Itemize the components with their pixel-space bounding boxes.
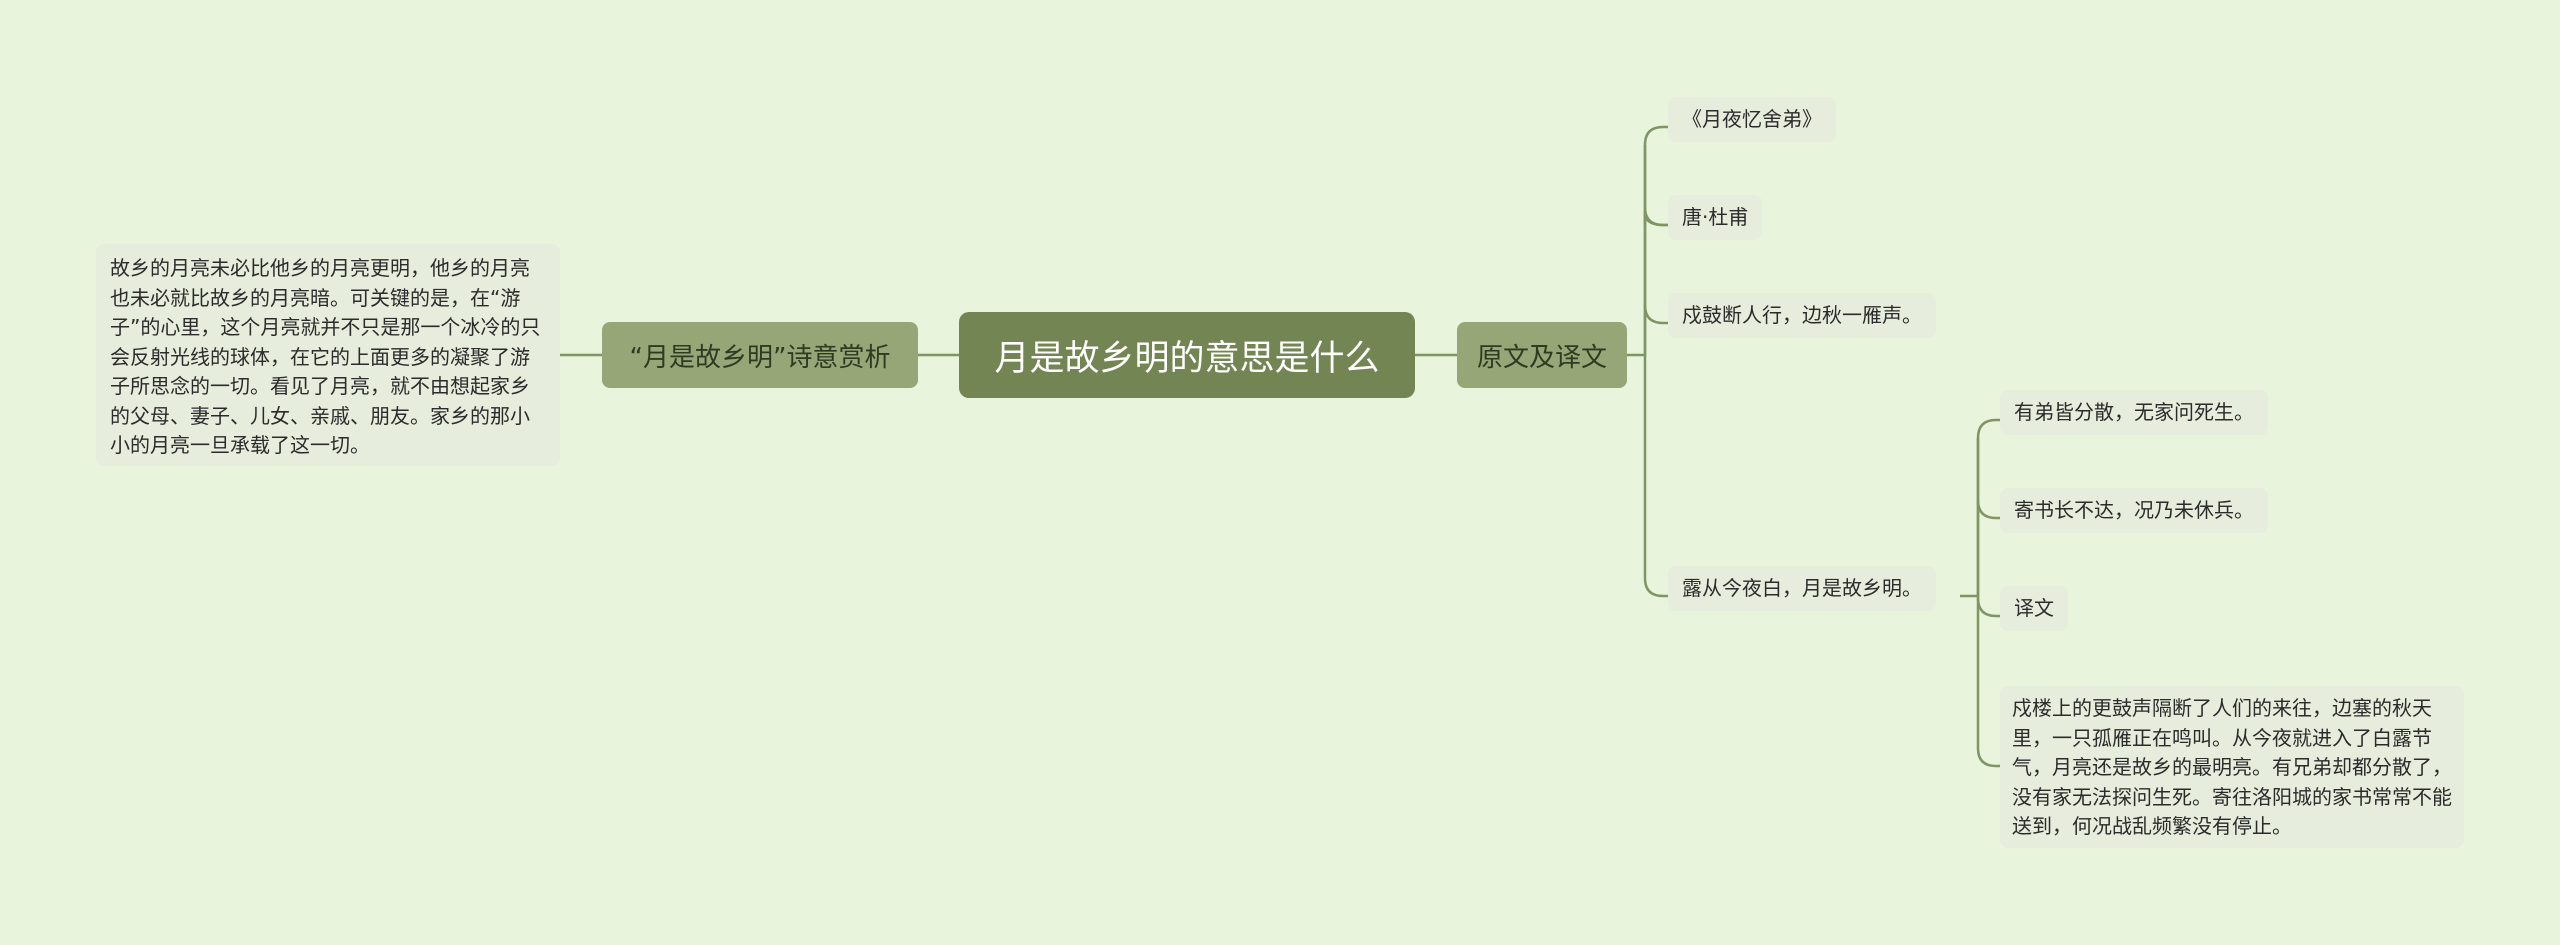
analysis-paragraph[interactable]: 故乡的月亮未必比他乡的月亮更明，他乡的月亮也未必就比故乡的月亮暗。可关键的是，在…: [96, 244, 560, 466]
leaf-poem-line-2[interactable]: 露从今夜白，月是故乡明。: [1668, 566, 1936, 611]
branch-analysis[interactable]: “月是故乡明”诗意赏析: [602, 322, 918, 388]
leaf-translation-label[interactable]: 译文: [2000, 586, 2068, 631]
translation-paragraph[interactable]: 戍楼上的更鼓声隔断了人们的来往，边塞的秋天里，一只孤雁正在鸣叫。从今夜就进入了白…: [2000, 686, 2464, 848]
branch-original-translation[interactable]: 原文及译文: [1457, 322, 1627, 388]
connector-c1: [1960, 418, 2000, 598]
connector-c2: [1976, 499, 2000, 520]
connector-c3: [1976, 597, 2000, 618]
connector-spine: [1643, 145, 1668, 598]
connector-title: [1627, 125, 1668, 357]
leaf-poem-author[interactable]: 唐·杜甫: [1668, 195, 1763, 240]
leaf-poem-title[interactable]: 《月夜忆舍弟》: [1668, 97, 1836, 142]
leaf-poem-line-4[interactable]: 寄书长不达，况乃未休兵。: [2000, 488, 2268, 533]
connector-line1: [1643, 304, 1668, 325]
connector-c4: [1976, 438, 2000, 768]
root-node[interactable]: 月是故乡明的意思是什么: [959, 312, 1415, 398]
leaf-poem-line-1[interactable]: 戍鼓断人行，边秋一雁声。: [1668, 293, 1936, 338]
leaf-poem-line-3[interactable]: 有弟皆分散，无家问死生。: [2000, 390, 2268, 435]
